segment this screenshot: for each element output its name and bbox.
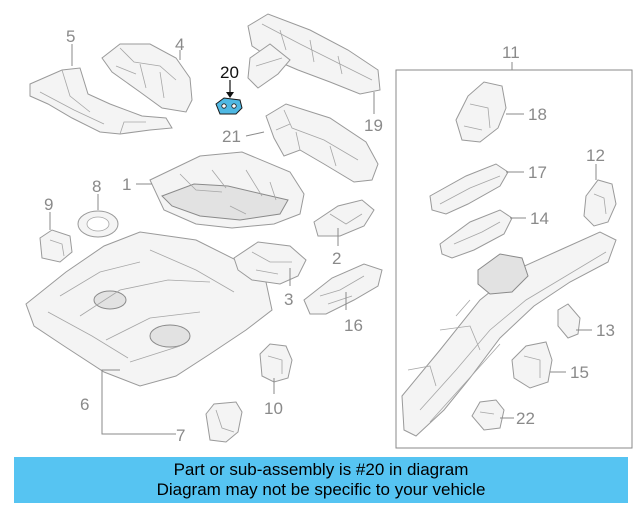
part-15-shape: [511, 341, 553, 389]
leader-6-bracket: [101, 369, 176, 435]
part-8-shape: [77, 210, 119, 238]
part-4-shape: [101, 43, 193, 113]
part-20-shape: [215, 97, 243, 115]
callout-15: 15: [570, 363, 589, 382]
part-18-shape: [455, 81, 507, 143]
callout-11: 11: [502, 43, 520, 62]
callout-2: 2: [332, 249, 341, 268]
callout-6: 6: [80, 395, 89, 414]
part-10-shape: [259, 343, 293, 383]
part-22-shape: [471, 399, 505, 431]
part-7-shape: [205, 401, 243, 443]
part-11-group-box: [395, 69, 633, 449]
part-3-shape: [233, 241, 307, 285]
callout-9: 9: [44, 195, 53, 214]
callout-21: 21: [222, 127, 241, 146]
part-9-shape: [39, 229, 73, 263]
callout-13: 13: [596, 321, 615, 340]
callout-20: 20: [220, 63, 239, 82]
part-5-shape: [29, 67, 173, 135]
leader-20-arrowhead: [226, 92, 234, 98]
callout-16: 16: [344, 316, 363, 335]
callout-10: 10: [264, 399, 283, 418]
callout-5: 5: [66, 27, 75, 46]
callout-18: 18: [528, 105, 547, 124]
part-2-shape: [313, 199, 375, 237]
part-16-shape: [303, 263, 383, 315]
part-14-shape: [439, 209, 513, 259]
part-12-shape: [583, 179, 617, 227]
part-19-shape: [247, 13, 381, 95]
part-13-shape: [557, 303, 581, 339]
callout-8: 8: [92, 177, 101, 196]
callout-19: 19: [364, 116, 383, 135]
leader-21: [245, 131, 265, 137]
callout-22: 22: [516, 409, 535, 428]
callout-14: 14: [530, 209, 549, 228]
callout-17: 17: [528, 163, 547, 182]
part-11-rail-shape: [401, 231, 617, 437]
callout-7: 7: [176, 426, 185, 445]
part-1-shape: [149, 151, 305, 229]
part-6-shape: [25, 231, 273, 387]
callout-1: 1: [122, 175, 131, 194]
part-17-shape: [429, 163, 509, 215]
callout-12: 12: [586, 146, 605, 165]
part-21-shape: [265, 103, 379, 183]
callout-4: 4: [175, 35, 184, 54]
parts-diagram: 5 4 19 20 21 1 8: [25, 13, 633, 449]
callout-3: 3: [284, 290, 293, 309]
banner-line-2: Diagram may not be specific to your vehi…: [156, 480, 486, 499]
banner-line-1: Part or sub-assembly is #20 in diagram: [173, 460, 469, 479]
info-banner: Part or sub-assembly is #20 in diagram D…: [14, 457, 628, 503]
